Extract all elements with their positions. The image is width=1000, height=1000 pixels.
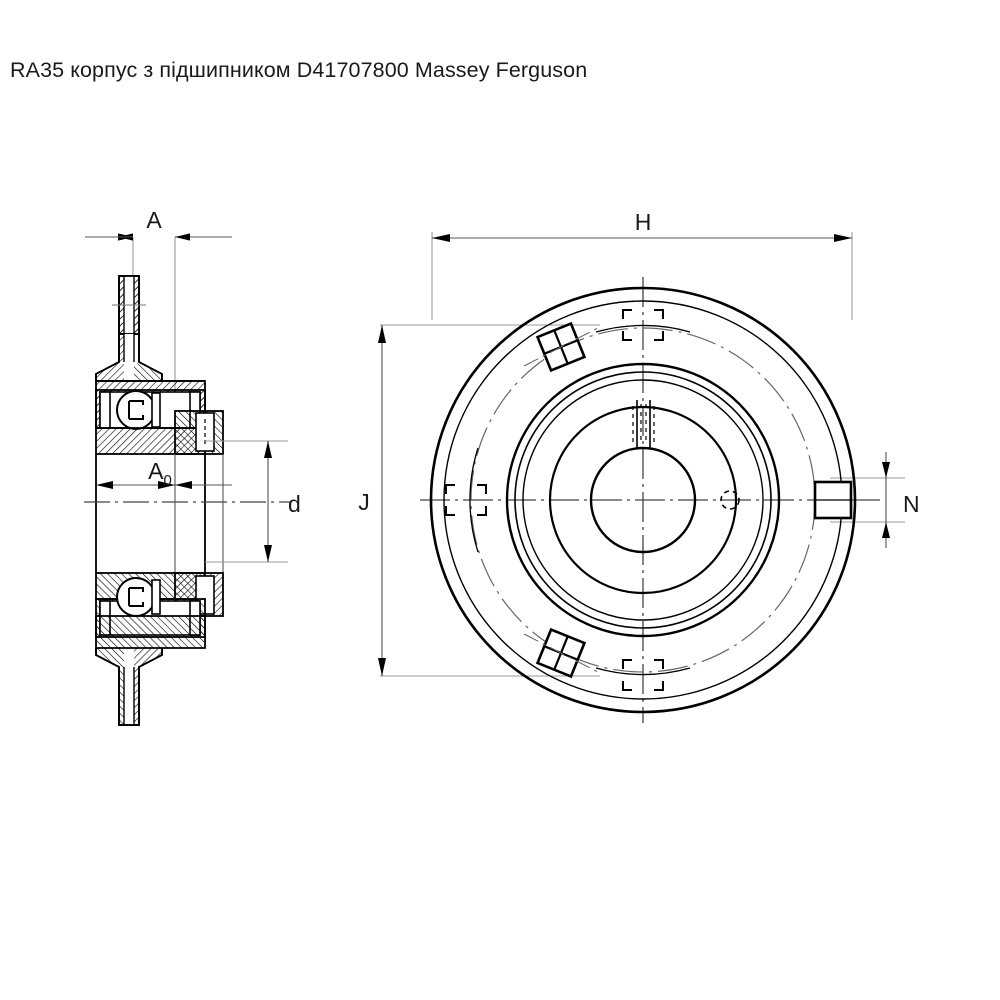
section-view: A (84, 207, 301, 726)
dimension-A: A (85, 207, 232, 420)
dimension-label-A: A (146, 207, 162, 233)
dimension-label-d: d (288, 491, 301, 517)
flange-stem-lower (95, 648, 163, 726)
page-title: RA35 корпус з підшипником D41707800 Mass… (10, 58, 588, 82)
dimension-H: H (431, 209, 853, 320)
center-lines (420, 277, 880, 723)
mounting-boss-lower-left (523, 627, 599, 679)
mounting-boss-upper-left (523, 321, 599, 373)
hidden-feature-bottom (622, 659, 664, 691)
inner-race-upper (95, 410, 224, 455)
dimension-label-A0: A0 (148, 458, 172, 489)
flange-stem-upper (95, 275, 163, 382)
housing-rings (505, 362, 781, 638)
front-view: H J N (358, 209, 920, 723)
dimension-A0: A0 (96, 458, 232, 489)
dimension-J: J (358, 324, 600, 677)
bore-circle (589, 446, 697, 554)
mounting-boss-right (813, 480, 853, 520)
hidden-feature-left (445, 484, 487, 516)
hidden-feature-top (622, 309, 664, 341)
bolt-circle-arc-marks (469, 324, 691, 676)
dimension-d: d (205, 440, 301, 563)
housing-body-lower (95, 615, 206, 649)
dimension-label-J: J (358, 489, 370, 515)
dimension-label-N: N (903, 491, 920, 517)
dimension-N: N (830, 452, 920, 548)
grub-screw-thread (632, 400, 655, 448)
bore-region (84, 454, 290, 573)
dimension-label-H: H (635, 209, 652, 235)
set-screw-hidden-circle (720, 490, 740, 510)
